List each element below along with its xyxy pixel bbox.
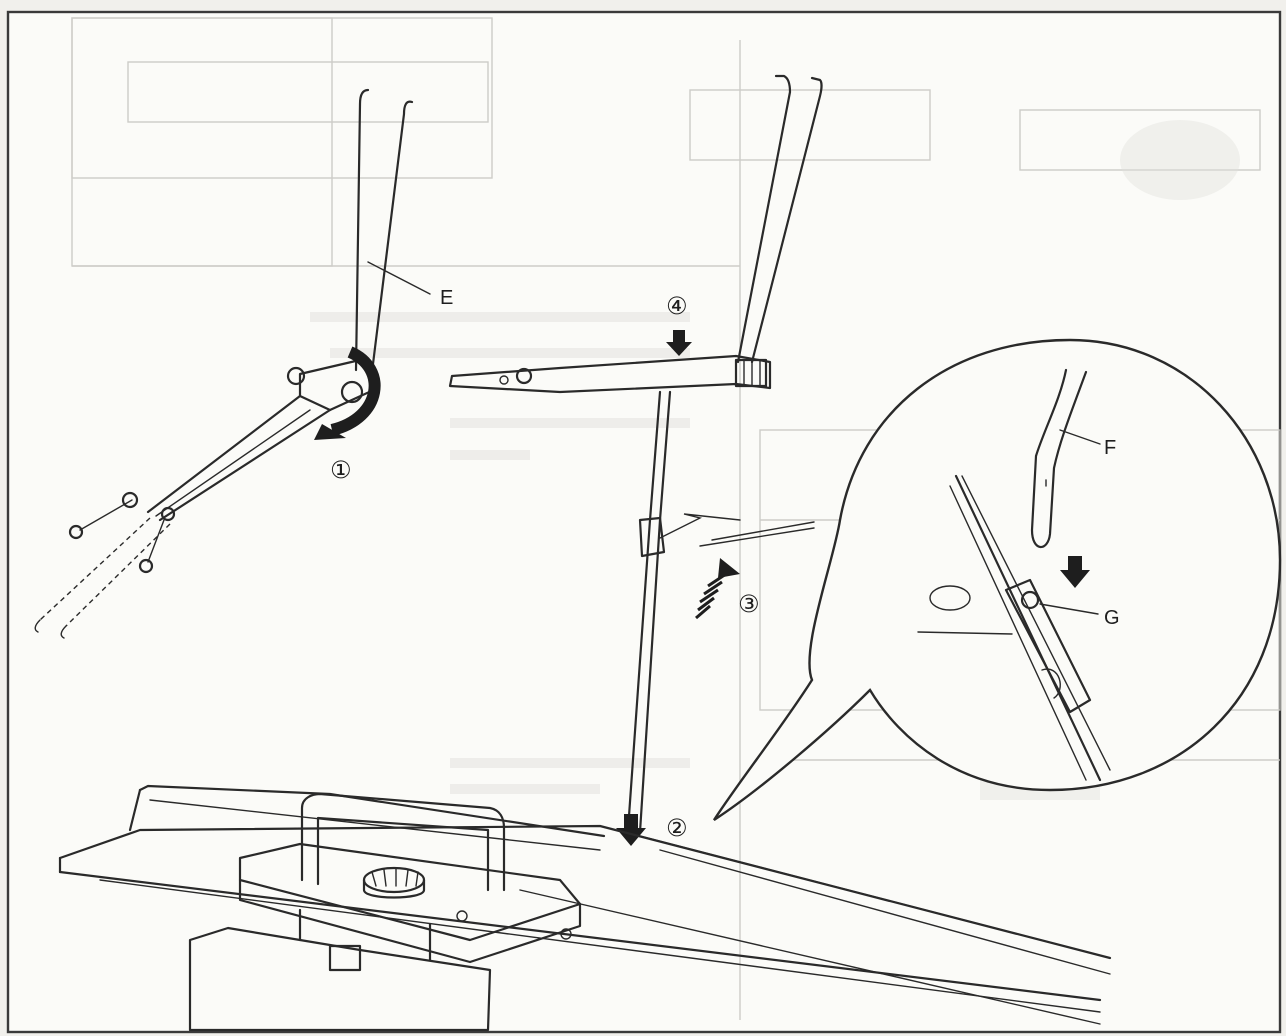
label-g: G bbox=[1104, 607, 1120, 629]
down-arrow-2 bbox=[624, 814, 638, 830]
bed-front-edge bbox=[58, 870, 1102, 1002]
left-mast-rod-back bbox=[370, 100, 414, 374]
carriage-rail-top bbox=[138, 784, 606, 838]
down-arrow-4 bbox=[673, 330, 685, 344]
step-1-marker: ① bbox=[330, 456, 352, 484]
left-dashed-guide-1 bbox=[39, 517, 151, 621]
carriage-latch bbox=[328, 944, 362, 972]
center-mast-assembly bbox=[448, 74, 823, 846]
top-bar bbox=[448, 354, 772, 394]
knitting-machine-bed bbox=[58, 784, 1112, 1032]
label-f-leader bbox=[1059, 429, 1101, 445]
rod-clamp bbox=[638, 516, 666, 558]
hole bbox=[929, 585, 971, 611]
rail-slider bbox=[1004, 578, 1092, 714]
left-arm-lower bbox=[158, 408, 332, 522]
yarn-guide bbox=[659, 513, 741, 539]
rotate-arrow-head bbox=[314, 424, 346, 440]
left-mast-knob bbox=[340, 380, 364, 404]
down-arrow-detail bbox=[1068, 556, 1082, 572]
center-upper-rod-front bbox=[736, 74, 792, 364]
callout-bubble bbox=[712, 338, 1282, 822]
step-3-marker: ③ bbox=[738, 590, 760, 618]
step-4-marker: ④ bbox=[666, 292, 688, 320]
rotate-arrow bbox=[330, 346, 381, 436]
left-dashed-guide-2 bbox=[65, 523, 171, 627]
bleed-through bbox=[71, 17, 1281, 1020]
left-mast-base bbox=[298, 358, 380, 412]
screw-g bbox=[1020, 590, 1040, 610]
magnified-detail bbox=[712, 338, 1282, 822]
label-g-leader bbox=[1039, 603, 1099, 615]
left-mast-screw bbox=[286, 366, 306, 386]
left-arm-upper bbox=[146, 394, 302, 514]
step-2-marker: ② bbox=[666, 814, 688, 842]
up-arrow-3 bbox=[718, 558, 740, 578]
rail-front bbox=[954, 474, 1102, 782]
carriage-front-plate bbox=[188, 926, 492, 1032]
label-e-leader bbox=[367, 261, 431, 295]
arm-end-screw bbox=[121, 491, 139, 509]
left-mast-assembly bbox=[34, 88, 431, 639]
center-upper-rod-back bbox=[750, 76, 823, 364]
rod-f bbox=[1030, 368, 1088, 549]
label-f: F bbox=[1104, 437, 1116, 459]
left-mast-rod-front bbox=[354, 88, 370, 372]
carriage-handle bbox=[300, 792, 506, 892]
label-e: E bbox=[440, 287, 453, 309]
